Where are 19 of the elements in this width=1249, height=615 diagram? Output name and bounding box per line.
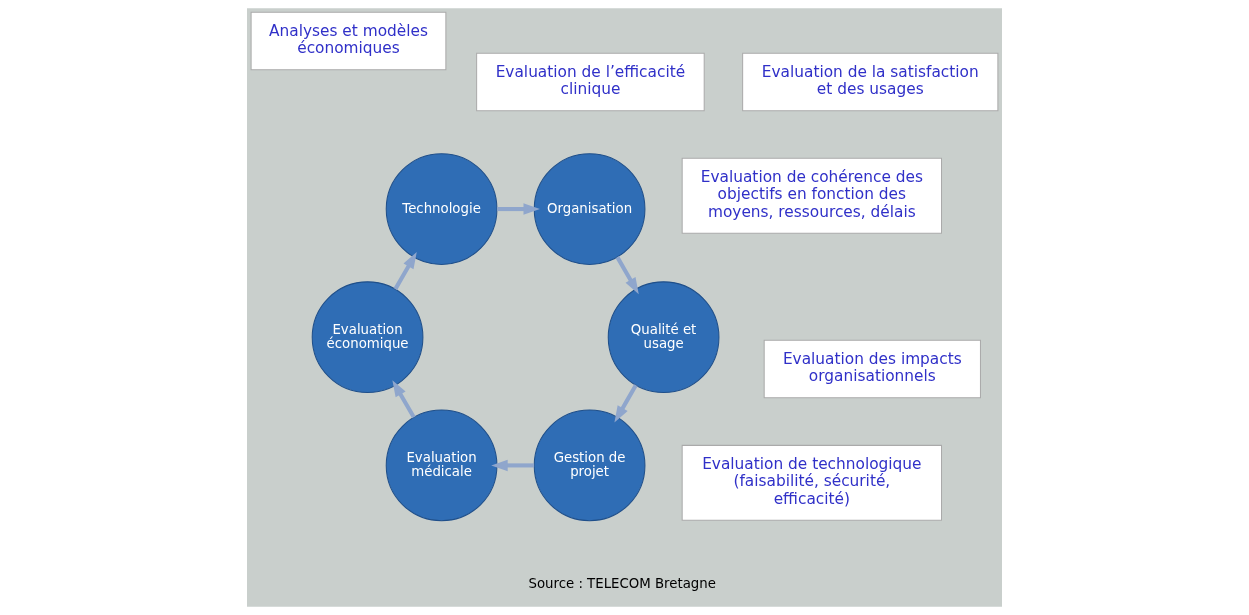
node-box: Evaluation des impacts organisationnels [763,339,981,399]
node-circle: Evaluation médicale [385,409,498,522]
label: Source : TELECOM Bretagne [528,575,716,591]
node-box: Evaluation de cohérence des objectifs en fonction des moyens, ressources, délais [681,157,943,234]
node-box: Analyses et modèles économiques [250,11,447,71]
node-box: Evaluation de technologique (faisabilité, sécurité, efficacité) [681,444,943,521]
node-circle: Organisation [533,153,646,265]
arrow [392,380,416,419]
node-circle: Evaluation économique [311,281,424,394]
node-circle: Qualité et usage [607,281,720,394]
node-box: Evaluation de la satisfaction et des usages [742,52,999,112]
node-circle: Technologie [385,153,498,265]
arrow [491,459,535,472]
arrow [393,252,417,291]
arrow [614,384,638,423]
node-circle: Gestion de projet [533,409,646,522]
arrow [615,256,639,295]
arrow [497,203,540,215]
node-box: Evaluation de l’efficacité clinique [476,52,705,112]
